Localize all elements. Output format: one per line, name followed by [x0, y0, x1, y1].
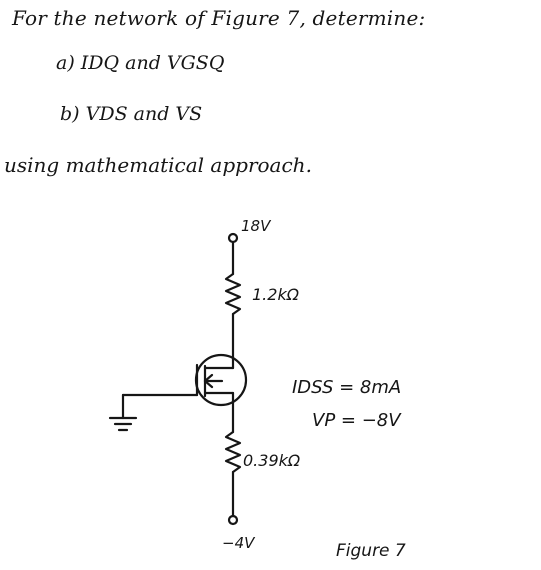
source-resistor-symbol: [224, 430, 242, 474]
supply-bottom-label: −4V: [222, 534, 256, 552]
drain-resistor-label: 1.2kΩ: [252, 285, 300, 304]
idss-label: IDSS = 8mA: [292, 377, 401, 398]
supply-top-label: 18V: [241, 217, 272, 235]
source-resistor-label: 0.39kΩ: [243, 451, 301, 470]
question-part-b: b) VDS and VS: [60, 103, 203, 125]
question-method: using mathematical approach.: [4, 153, 312, 177]
question-part-a: a) IDQ and VGSQ: [56, 52, 225, 74]
bottom-terminal: [227, 514, 239, 526]
mosfet-arrow: [203, 373, 214, 389]
drain-resistor-symbol: [224, 272, 242, 316]
figure-caption: Figure 7: [336, 541, 406, 561]
question-intro: For the network of Figure 7, determine:: [12, 6, 426, 30]
vp-label: VP = −8V: [312, 410, 402, 431]
top-terminal: [227, 232, 239, 244]
